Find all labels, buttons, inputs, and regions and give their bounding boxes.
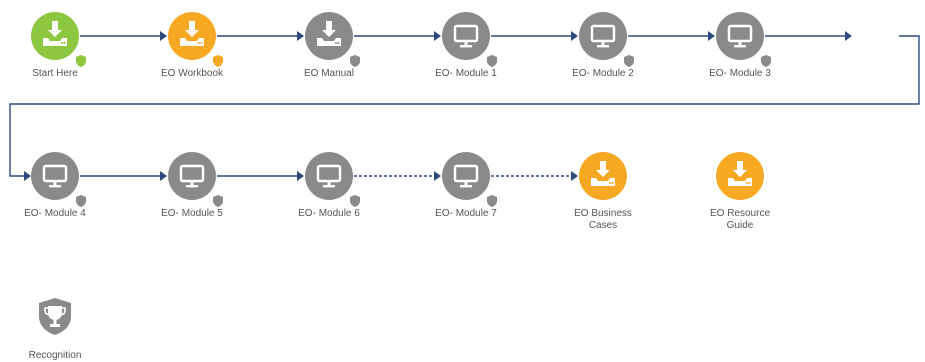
node-label: EO- Module 6 — [298, 208, 360, 219]
node-label: EO- Module 5 — [161, 208, 223, 219]
download-icon — [180, 21, 204, 46]
monitor-icon — [42, 164, 68, 188]
shield-icon — [76, 54, 86, 67]
monitor-icon — [179, 164, 205, 188]
recognition-label: Recognition — [28, 350, 82, 361]
node-label: EO- Module 1 — [435, 68, 497, 79]
node-label: EO- Module 7 — [435, 208, 497, 219]
node-label: EO Resource Guide — [709, 208, 771, 231]
node-label: EO- Module 4 — [24, 208, 86, 219]
download-icon — [591, 161, 615, 186]
node-label: EO Business Cases — [574, 208, 632, 231]
recognition-badge[interactable] — [36, 296, 74, 336]
shield-icon — [350, 54, 360, 67]
path-node-8[interactable] — [168, 152, 216, 200]
path-node-6[interactable] — [716, 12, 764, 60]
monitor-icon — [590, 24, 616, 48]
arrowhead — [24, 171, 31, 181]
download-icon — [317, 21, 341, 46]
path-node-9[interactable] — [305, 152, 353, 200]
arrowhead — [434, 31, 441, 41]
arrowhead — [160, 171, 167, 181]
arrowhead — [434, 171, 441, 181]
shield-icon — [761, 54, 771, 67]
shield-icon — [487, 194, 497, 207]
arrowhead — [571, 31, 578, 41]
monitor-icon — [316, 164, 342, 188]
monitor-icon — [727, 24, 753, 48]
shield-icon — [487, 54, 497, 67]
shield-icon — [213, 54, 223, 67]
path-node-1[interactable] — [31, 12, 79, 60]
path-node-5[interactable] — [579, 12, 627, 60]
path-node-10[interactable] — [442, 152, 490, 200]
path-node-12[interactable] — [716, 152, 764, 200]
trophy-icon — [39, 298, 71, 335]
monitor-icon — [453, 24, 479, 48]
download-icon — [728, 161, 752, 186]
arrowhead — [571, 171, 578, 181]
path-node-7[interactable] — [31, 152, 79, 200]
shield-icon — [350, 194, 360, 207]
path-node-2[interactable] — [168, 12, 216, 60]
path-node-3[interactable] — [305, 12, 353, 60]
monitor-icon — [453, 164, 479, 188]
node-label: EO Manual — [303, 68, 355, 79]
node-label: EO Workbook — [160, 68, 224, 79]
shield-icon — [76, 194, 86, 207]
arrowhead — [845, 31, 852, 41]
arrowhead — [297, 171, 304, 181]
node-label: Start Here — [32, 68, 78, 79]
download-icon — [43, 21, 67, 46]
shield-icon — [624, 54, 634, 67]
arrowhead — [160, 31, 167, 41]
shield-icon — [213, 194, 223, 207]
node-label: EO- Module 3 — [709, 68, 771, 79]
path-node-11[interactable] — [579, 152, 627, 200]
node-label: EO- Module 2 — [572, 68, 634, 79]
path-node-4[interactable] — [442, 12, 490, 60]
arrowhead — [708, 31, 715, 41]
arrowhead — [297, 31, 304, 41]
row-wrap-connector — [9, 35, 920, 177]
